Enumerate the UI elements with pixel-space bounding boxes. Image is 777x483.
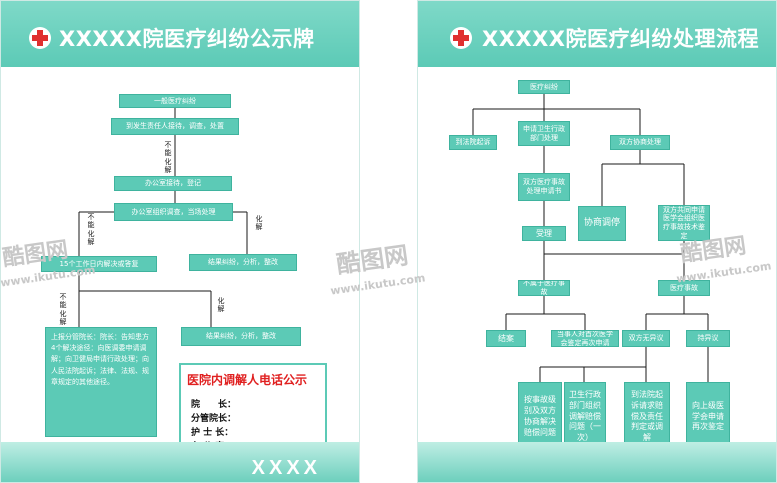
footer-band [418,442,776,482]
edge-label-not-resolved: 不能化解 [87,213,95,247]
flow-node-negotiate: 双方协商处理 [610,135,670,150]
flow-node-report-president: 上报分管院长：院长：告知患方4个解决途径：向医调委申请调解；向卫健局申请行政处理… [45,327,157,437]
flow-node-medical-dispute: 医疗纠纷 [518,80,570,94]
dispute-process-board: XXXXX院医疗纠纷处理流程 [417,0,777,483]
flow-node-accepted: 受理 [522,226,566,241]
flow-connectors [78,108,248,327]
flow-node-office-register: 办公室接待，登记 [114,176,232,191]
board-title: XXXXX院医疗纠纷公示牌 [59,27,315,51]
flow-node-mediation: 协商调停 [578,206,626,241]
phone-card-title: 医院内调解人电话公示 [187,373,308,387]
phone-row-vice-president: 分管院长： [191,414,237,424]
flow-node-health-dept-mediation: 卫生行政部门组织调解赔偿问题（一次） [564,382,606,452]
flow-node-initial-handling: 到发生责任人接待，调查，处置 [111,118,239,135]
flow-node-superior-appraisal: 向上级医学会申请再次鉴定 [686,382,730,452]
flow-node-result-analysis-2: 结果纠纷，分析，整改 [181,327,301,346]
flow-node-general-dispute: 一般医疗纠纷 [119,94,231,108]
phone-row-head-nurse: 护 士 长： [191,428,234,438]
header-band [418,1,776,67]
flow-node-case-closed: 结案 [486,330,526,347]
flow-connectors [472,94,709,382]
flow-node-15-days: 15个工作日内解决或答复 [41,256,157,272]
footer-band [1,442,359,482]
red-cross-icon [450,27,472,49]
flow-node-result-analysis: 结果纠纷，分析，整改 [189,254,297,271]
edge-label-not-resolved: 不能化解 [59,293,67,327]
flow-node-reappraisal-request: 当事人对首次医学会鉴定再次申请 [551,330,619,347]
flow-node-accident-application: 双方医疗事故处理申请书 [518,173,570,201]
phone-row-president: 院 长： [191,400,237,410]
edge-label-resolved: 化解 [255,215,263,232]
flow-node-objection: 持异议 [686,330,730,347]
flow-node-sue-court: 到法院起诉 [449,135,497,150]
flow-node-negotiate-compensation: 按事故级别及双方协商解决赔偿问题 [518,382,562,452]
board-title: XXXXX院医疗纠纷处理流程 [482,27,759,51]
dispute-notice-board: XXXXX院医疗纠纷公示牌 一般医疗纠纷 到发生责任人接待，调查，处置 办公室接… [0,0,360,483]
edge-label-resolved: 化解 [217,297,225,314]
flow-node-no-objection: 双方无异议 [622,330,670,347]
flow-node-not-accident: 不属于医疗事故 [518,280,570,296]
flow-node-is-accident: 医疗事故 [658,280,710,296]
flow-node-joint-appraisal: 双方共同申请医学会组织医疗事故技术鉴定 [658,205,710,241]
flow-node-office-investigate: 办公室组织调查，当场处理 [114,203,233,221]
footer-text: XXXX [251,457,321,479]
flow-node-apply-health-dept: 申请卫生行政部门处理 [518,121,570,146]
red-cross-icon [29,27,51,49]
edge-label-not-resolved: 不能化解 [164,141,172,175]
header-band [1,1,359,67]
